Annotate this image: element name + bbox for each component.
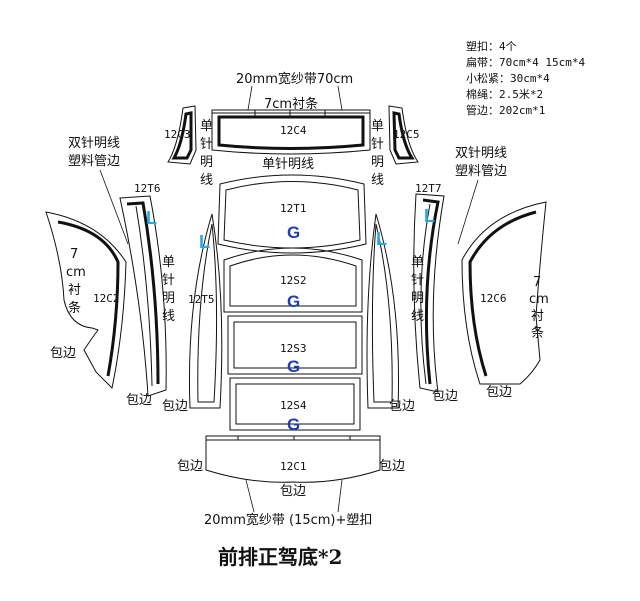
piece-12c1: 12C1 [205,435,381,483]
piece-12c2: 12C2 [45,211,127,390]
left-binding-t6-label: 包边 [126,393,152,408]
right-double-needle-label: 双针明线 [455,146,507,161]
left-single-needle-label: 单 针 明 线 [162,255,175,324]
left-piping-label: 塑料管边 [68,154,120,169]
svg-text:针: 针 [162,273,175,288]
svg-text:线: 线 [371,173,384,188]
left-binding-t5-label: 包边 [162,399,188,414]
svg-text:衬: 衬 [531,309,544,324]
piece-12c5: 12C5 [388,105,420,165]
piece-12s3: 12S3 G [227,315,363,376]
material-notes: 塑扣：4个 扁带：70cm*4 15cm*4 小松紧：30cm*4 棉绳：2.5… [466,39,585,117]
piece-12t6: 12T6 L [119,182,167,397]
piece-12t5: 12T5 L [188,213,223,409]
lining-top-label: 7cm衬条 [264,96,318,112]
l-mark: L [146,208,157,228]
svg-text:线: 线 [411,309,424,324]
svg-text:条: 条 [68,300,81,316]
svg-text:单: 单 [411,255,424,270]
note-buckle: 塑扣：4个 [466,39,517,53]
svg-text:衬: 衬 [68,283,81,298]
mesh-tape-bottom-label: 20mm宽纱带 (15cm)+塑扣 [204,512,372,528]
piece-12t7: 12T7 L [413,182,445,393]
note-piping: 管边：202cm*1 [466,103,545,117]
piece-12t1: 12T1 G [217,174,367,254]
piece-label-12t5: 12T5 [188,293,215,306]
right-binding-strip-label: 包边 [389,399,415,414]
upper-left-single-needle-label: 单 针 明 线 [200,119,213,188]
piece-12c4: 12C4 [211,109,371,155]
g-mark: G [287,223,300,242]
note-flat-strap: 扁带：70cm*4 15cm*4 [466,56,585,69]
svg-text:单: 单 [200,119,213,134]
binding-center-label: 包边 [280,484,306,499]
g-mark: G [287,292,300,311]
right-single-needle-label: 单 针 明 线 [411,255,424,324]
note-elastic: 小松紧：30cm*4 [466,71,550,85]
diagram-title: 前排正驾底*2 [218,545,342,569]
piece-12s4: 12S4 G [229,377,361,434]
binding-left-label: 包边 [177,459,203,474]
single-needle-mid-label: 单针明线 [262,157,314,172]
leader-line [337,479,343,513]
l-mark: L [199,232,210,252]
piece-12c6: 12C6 [461,201,547,385]
svg-text:针: 针 [200,137,213,152]
right-lining-label: 7 cm 衬 条 [529,275,549,341]
piece-12c3: 12C3 [164,105,197,165]
l-mark: L [424,206,435,226]
left-lining-label: 7 cm 衬 条 [66,247,86,316]
svg-text:明: 明 [411,291,424,306]
right-binding-t7-label: 包边 [432,389,458,404]
piece-12s2: 12S2 G [223,247,363,313]
piece-label-12c2: 12C2 [93,292,120,305]
svg-text:7: 7 [533,275,541,290]
binding-right-label: 包边 [379,459,405,474]
piece-label-12c1: 12C1 [280,460,307,473]
note-cotton-rope: 棉绳：2.5米*2 [466,87,543,101]
svg-text:单: 单 [371,119,384,134]
piece-label-12c3: 12C3 [164,128,191,141]
svg-text:条: 条 [531,325,544,341]
piece-right-inner-strip: L [366,213,400,409]
svg-text:明: 明 [371,155,384,170]
piece-label-12c4: 12C4 [280,124,307,137]
svg-text:cm: cm [66,265,86,280]
svg-text:cm: cm [529,292,549,307]
svg-text:7: 7 [70,247,78,262]
right-binding-c6-label: 包边 [486,385,512,400]
svg-text:线: 线 [200,173,213,188]
svg-text:针: 针 [371,137,384,152]
piece-label-12s2: 12S2 [280,274,307,287]
piece-label-12s4: 12S4 [280,399,307,412]
svg-text:明: 明 [200,155,213,170]
upper-right-single-needle-label: 单 针 明 线 [371,119,384,188]
piece-label-12t1: 12T1 [280,202,307,215]
left-double-needle-label: 双针明线 [68,136,120,151]
g-mark: G [287,357,300,376]
leader-line [337,85,343,111]
g-mark: G [287,415,300,434]
svg-text:单: 单 [162,255,175,270]
svg-text:线: 线 [162,309,175,324]
leader-line [99,169,129,245]
leader-line [247,85,253,111]
piece-label-12t7: 12T7 [415,182,442,195]
svg-text:明: 明 [162,291,175,306]
leader-line [457,179,479,245]
right-piping-label: 塑料管边 [455,164,507,179]
piece-label-12t6: 12T6 [134,182,161,195]
piece-label-12c6: 12C6 [480,292,507,305]
l-mark: L [376,229,387,249]
leader-line [245,479,255,513]
piece-label-12c5: 12C5 [393,128,420,141]
piece-label-12s3: 12S3 [280,342,307,355]
svg-text:针: 针 [411,273,424,288]
mesh-tape-top-label: 20mm宽纱带70cm [236,71,353,87]
left-binding-c2-label: 包边 [50,346,76,361]
